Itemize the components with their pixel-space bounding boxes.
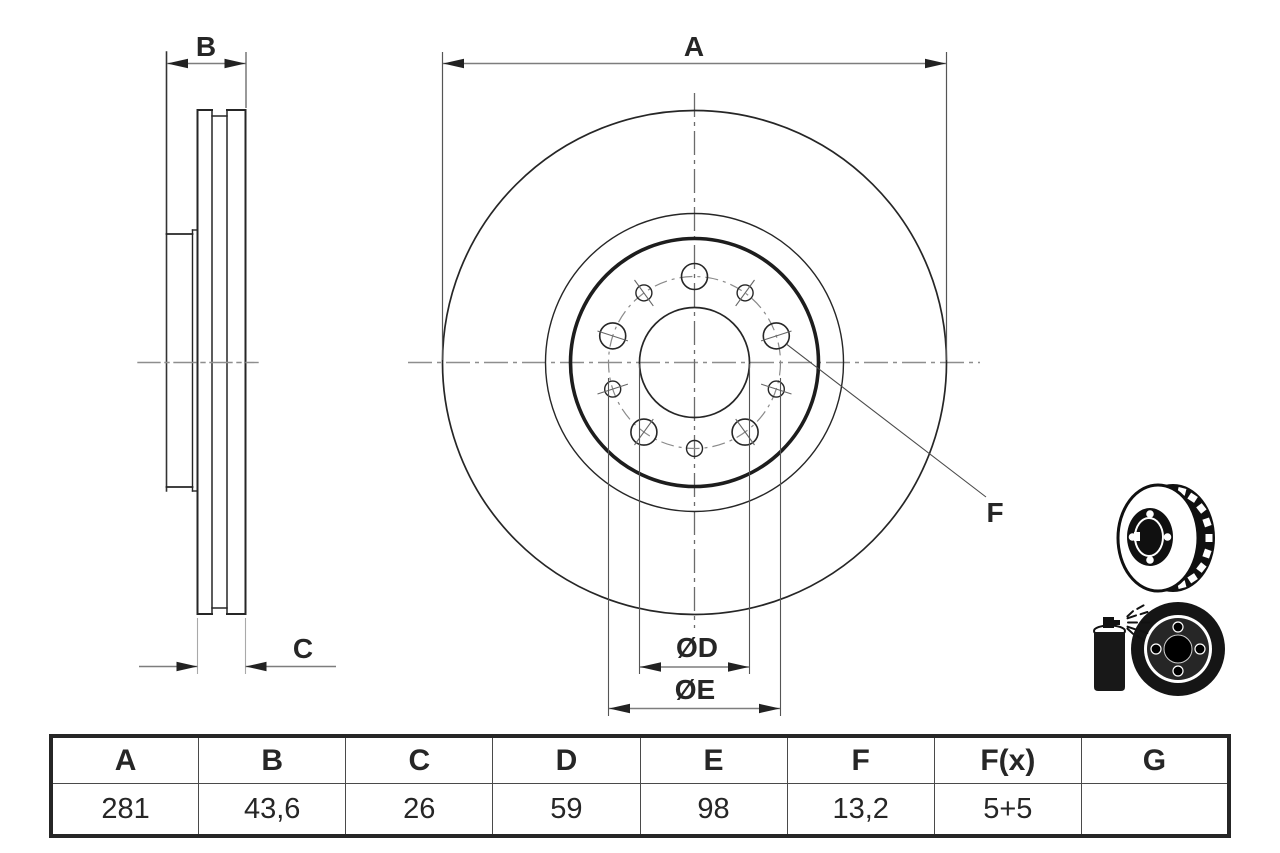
front-view [408,93,980,628]
table-value-E: 98 [639,783,788,836]
table-header-G: G [1080,736,1230,784]
table-value-B: 43,6 [198,783,347,836]
vented-brake-disc-icon [1116,483,1215,593]
dimension-D: ØD [638,364,751,674]
large-bolt-holes [598,262,791,446]
dim-label-A: A [684,31,704,62]
table-value-F: 13,2 [786,783,935,836]
friction-surface-inner-circle [544,212,845,513]
table-header-B: B [198,736,347,784]
bolt-circle-centerline [607,275,782,450]
table-value-G [1080,783,1230,836]
dimension-B: B [167,31,247,108]
dimension-A: A [441,31,948,360]
table-header-C: C [345,736,494,784]
spray-mist [1126,604,1150,641]
dimension-F-leader: F [786,343,1004,528]
center-bore-circle [638,306,751,419]
dimension-E: ØE [607,378,782,716]
table-header-F: F [786,736,935,784]
table-value-C: 26 [345,783,494,836]
dimension-table: A B C D E F F(x) G 281 43,6 26 59 98 13,… [49,734,1231,838]
table-header-row: A B C D E F F(x) G [50,736,1230,784]
table-value-A: 281 [50,783,200,836]
table-value-Fx: 5+5 [933,783,1082,836]
side-view-cross-section [137,51,259,615]
small-holes [604,284,785,458]
hat-edge-circle [568,236,821,489]
table-header-E: E [639,736,788,784]
hole-center-ticks [597,279,792,446]
table-header-D: D [492,736,641,784]
table-header-A: A [50,736,200,784]
table-header-Fx: F(x) [933,736,1082,784]
table-value-row: 281 43,6 26 59 98 13,2 5+5 [50,783,1230,836]
dim-label-E: ØE [675,674,715,705]
table-value-D: 59 [492,783,641,836]
dim-label-C: C [293,633,313,664]
spray-coated-disc-icon [1093,602,1225,696]
dim-label-F: F [986,497,1003,528]
dim-label-D: ØD [676,632,718,663]
dimension-C: C [139,618,336,674]
dim-label-B: B [196,31,216,62]
outer-diameter-circle [441,109,948,616]
